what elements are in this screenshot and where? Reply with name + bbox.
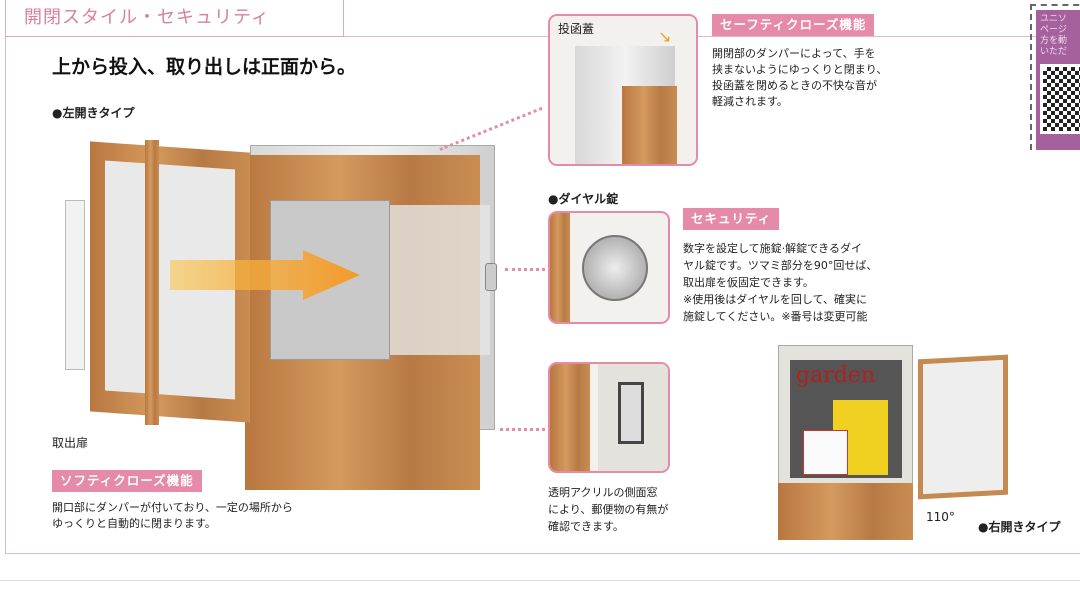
mailbox-base-image bbox=[245, 435, 480, 490]
security-label: セキュリティ bbox=[683, 208, 780, 230]
desc-line: 開口部にダンパーが付いており、一定の場所から bbox=[52, 501, 293, 514]
side-window-inset-image bbox=[548, 362, 670, 473]
mailbox-right-open-image bbox=[778, 345, 1010, 505]
desc-line: ※使用後はダイヤルを回して、確実に bbox=[683, 293, 868, 306]
headline: 上から投入、取り出しは正面から。 bbox=[52, 56, 357, 78]
section-tab bbox=[5, 0, 344, 37]
door-label: 取出扉 bbox=[52, 436, 89, 450]
lid-inset-label: 投函蓋 bbox=[558, 22, 595, 36]
qr-text-line: ユニソ bbox=[1040, 14, 1068, 24]
desc-line: 取出扉を仮固定できます。 bbox=[683, 276, 814, 289]
side-window-desc: 透明アクリルの側面窓 により、郵便物の有無が 確認できます。 bbox=[548, 484, 668, 535]
desc-line: 施錠してください。※番号は変更可能 bbox=[683, 310, 868, 323]
qr-text-line: いただ bbox=[1040, 47, 1068, 57]
qr-panel: ユニソ ページ 方を動 いただ bbox=[1030, 4, 1080, 150]
desc-line: ヤル錠です。ツマミ部分を90°回せば、 bbox=[683, 259, 878, 272]
mailbox-left-open-image bbox=[60, 135, 500, 435]
dial-inset-image bbox=[548, 211, 670, 324]
lid-inset-image: ↘ bbox=[548, 14, 698, 166]
qr-code[interactable] bbox=[1040, 64, 1080, 134]
divider bbox=[0, 580, 1080, 581]
desc-line: 確認できます。 bbox=[548, 520, 624, 533]
content-frame bbox=[5, 36, 1080, 554]
right-open-type-label: ●右開きタイプ bbox=[978, 520, 1061, 534]
qr-text-line: 方を動 bbox=[1040, 36, 1068, 46]
soft-close-label: ソフティクローズ機能 bbox=[52, 470, 202, 492]
desc-line: 軽減されます。 bbox=[712, 95, 788, 108]
security-desc: 数字を設定して施錠·解錠できるダイ ヤル錠です。ツマミ部分を90°回せば、 取出… bbox=[683, 240, 877, 325]
mailbox-right-base-image bbox=[778, 505, 913, 540]
dial-lock-icon bbox=[582, 235, 648, 301]
desc-line: 透明アクリルの側面窓 bbox=[548, 486, 658, 499]
qr-text-line: ページ bbox=[1040, 25, 1067, 35]
desc-line: 開閉部のダンパーによって、手を bbox=[712, 47, 876, 60]
dial-lock-icon bbox=[485, 263, 497, 291]
section-title: 開閉スタイル・セキュリティ bbox=[24, 7, 270, 28]
safety-close-label: セーフティクローズ機能 bbox=[712, 14, 875, 36]
connector-line bbox=[505, 268, 545, 271]
connector-line bbox=[500, 428, 545, 431]
desc-line: により、郵便物の有無が bbox=[548, 503, 669, 516]
desc-line: 数字を設定して施錠·解錠できるダイ bbox=[683, 242, 862, 255]
desc-line: 投函蓋を閉めるときの不快な音が bbox=[712, 79, 877, 92]
left-open-type-label: ●左開きタイプ bbox=[52, 106, 135, 120]
dial-type-label: ●ダイヤル錠 bbox=[548, 192, 619, 206]
opening-angle: 110° bbox=[926, 510, 955, 524]
magazine-title: garden bbox=[796, 363, 875, 388]
safety-close-desc: 開閉部のダンパーによって、手を 挟まないようにゆっくりと閉まり、 投函蓋を閉める… bbox=[712, 46, 887, 110]
desc-line: ゆっくりと自動的に閉まります。 bbox=[52, 517, 216, 530]
soft-close-desc: 開口部にダンパーが付いており、一定の場所から ゆっくりと自動的に閉まります。 bbox=[52, 500, 293, 532]
desc-line: 挟まないようにゆっくりと閉まり、 bbox=[712, 63, 888, 76]
arrow-icon: ↘ bbox=[658, 27, 672, 46]
